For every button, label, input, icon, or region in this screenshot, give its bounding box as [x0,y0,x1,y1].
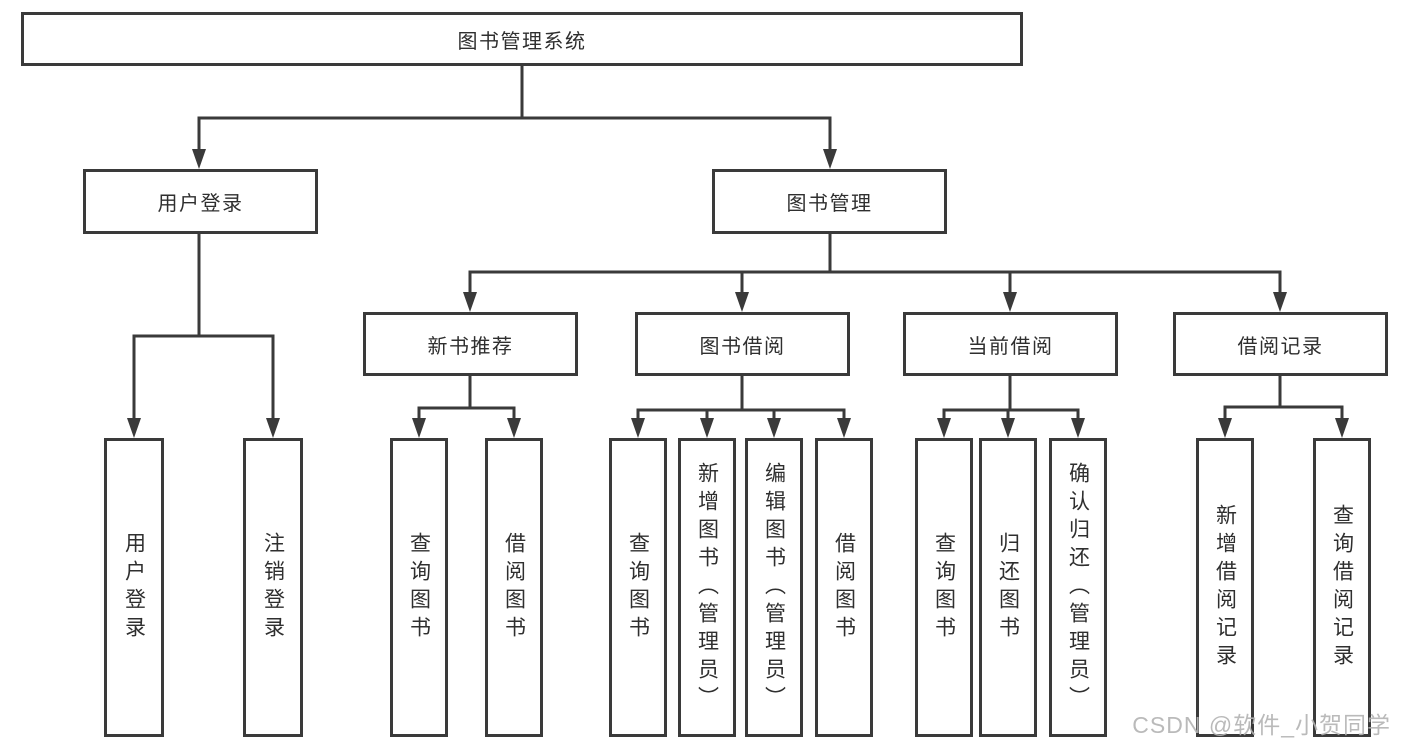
leaf-return-books-label: 归还图书 [996,531,1020,644]
leaf-add-books-admin-label: 新增图书（管理员） [695,461,719,714]
node-user-login: 用户登录 [83,169,318,234]
node-borrow-records-label: 借阅记录 [1237,335,1324,358]
leaf-borrow-books: 借阅图书 [815,438,873,737]
node-borrow-records: 借阅记录 [1173,312,1388,376]
leaf-query-books-recommend: 查询图书 [390,438,448,737]
node-new-book-recommend-label: 新书推荐 [427,335,514,358]
node-book-borrow-label: 图书借阅 [699,335,786,358]
leaf-query-books-current-label: 查询图书 [932,531,956,644]
leaf-return-books: 归还图书 [979,438,1037,737]
node-current-borrow: 当前借阅 [903,312,1118,376]
leaf-query-books-borrow-label: 查询图书 [626,531,650,644]
leaf-logout-label: 注销登录 [261,531,285,644]
leaf-borrow-books-recommend-label: 借阅图书 [502,531,526,644]
leaf-add-borrow-record: 新增借阅记录 [1196,438,1254,737]
leaf-edit-books-admin-label: 编辑图书（管理员） [762,461,786,714]
leaf-borrow-books-recommend: 借阅图书 [485,438,543,737]
node-book-borrow: 图书借阅 [635,312,850,376]
leaf-confirm-return-admin-label: 确认归还（管理员） [1066,461,1090,714]
leaf-logout: 注销登录 [243,438,303,737]
leaf-user-login-label: 用户登录 [122,531,146,644]
node-current-borrow-label: 当前借阅 [967,335,1054,358]
node-root: 图书管理系统 [21,12,1023,66]
leaf-user-login: 用户登录 [104,438,164,737]
leaf-query-books-borrow: 查询图书 [609,438,667,737]
leaf-query-books-current: 查询图书 [915,438,973,737]
leaf-confirm-return-admin: 确认归还（管理员） [1049,438,1107,737]
leaf-add-books-admin: 新增图书（管理员） [678,438,736,737]
leaf-add-borrow-record-label: 新增借阅记录 [1213,503,1237,672]
node-book-management: 图书管理 [712,169,947,234]
node-root-label: 图书管理系统 [457,30,587,53]
csdn-watermark: CSDN @软件_小贺同学 [1132,712,1391,738]
node-user-login-label: 用户登录 [157,193,244,215]
leaf-query-borrow-record: 查询借阅记录 [1313,438,1371,737]
node-new-book-recommend: 新书推荐 [363,312,578,376]
leaf-query-books-recommend-label: 查询图书 [407,531,431,644]
leaf-borrow-books-label: 借阅图书 [832,531,856,644]
leaf-query-borrow-record-label: 查询借阅记录 [1330,503,1354,672]
node-book-management-label: 图书管理 [786,193,873,215]
leaf-edit-books-admin: 编辑图书（管理员） [745,438,803,737]
